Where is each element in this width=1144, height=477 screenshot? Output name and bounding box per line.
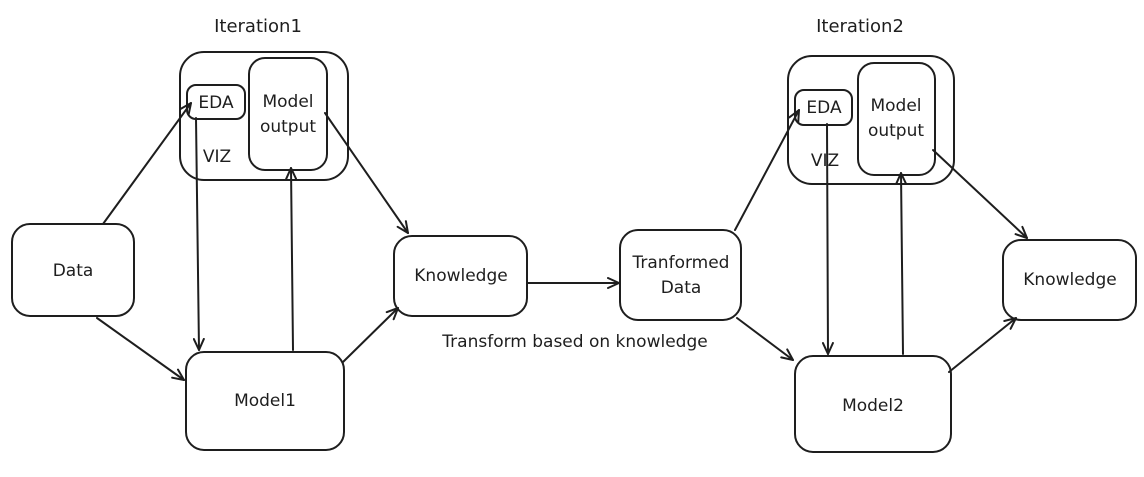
data-label: Data	[53, 261, 94, 281]
iteration2-title: Iteration2	[816, 16, 904, 37]
iteration1-model-output-box	[248, 57, 328, 171]
arrow-model2-to-knowledge2	[948, 317, 1017, 373]
transform-note: Transform based on knowledge	[441, 332, 707, 352]
arrow-transformed-to-model2	[736, 317, 794, 361]
iteration2-model-output-line2: output	[868, 121, 924, 141]
arrow-model1-to-knowledge	[342, 307, 399, 363]
iteration1-eda-label: EDA	[198, 93, 234, 113]
iteration1-viz-label: VIZ	[203, 147, 231, 167]
iteration1-knowledge-box	[393, 235, 528, 317]
arrow-model2-to-model-output	[895, 172, 908, 355]
model2-box	[794, 355, 952, 453]
iteration1-model-output-line1: Model	[262, 92, 313, 112]
iteration2-knowledge-label: Knowledge	[1023, 270, 1116, 290]
iteration1-knowledge-label: Knowledge	[414, 266, 507, 286]
model1-box	[185, 351, 345, 451]
iteration2-viz-label: VIZ	[811, 151, 839, 171]
iteration2-analysis-group	[787, 55, 955, 185]
iteration2-model-output-line1: Model	[870, 96, 921, 116]
arrow-data-to-eda	[102, 102, 192, 225]
iteration1-analysis-group	[179, 51, 349, 181]
arrow-data-to-model1	[96, 317, 185, 381]
arrow-model-output-to-knowledge2	[932, 149, 1028, 239]
iteration2-eda-box	[794, 89, 853, 126]
arrow-model-output-to-knowledge	[324, 112, 409, 234]
arrow-eda-to-model2	[821, 123, 834, 355]
arrow-model1-to-model-output	[285, 167, 298, 351]
model1-label: Model1	[234, 391, 296, 411]
data-box	[11, 223, 135, 317]
transformed-data-box	[619, 229, 742, 321]
arrow-eda-to-model1	[192, 117, 205, 351]
transformed-data-line1: Tranformed	[632, 253, 730, 273]
iteration2-model-output-box	[857, 62, 936, 176]
arrow-transformed-to-eda	[734, 109, 800, 231]
iteration1-model-output-line2: output	[260, 117, 316, 137]
transformed-data-line2: Data	[661, 278, 702, 298]
iteration2-eda-label: EDA	[806, 98, 842, 118]
iteration2-knowledge-box	[1002, 239, 1137, 321]
iteration1-title: Iteration1	[214, 16, 302, 37]
model2-label: Model2	[842, 396, 904, 416]
